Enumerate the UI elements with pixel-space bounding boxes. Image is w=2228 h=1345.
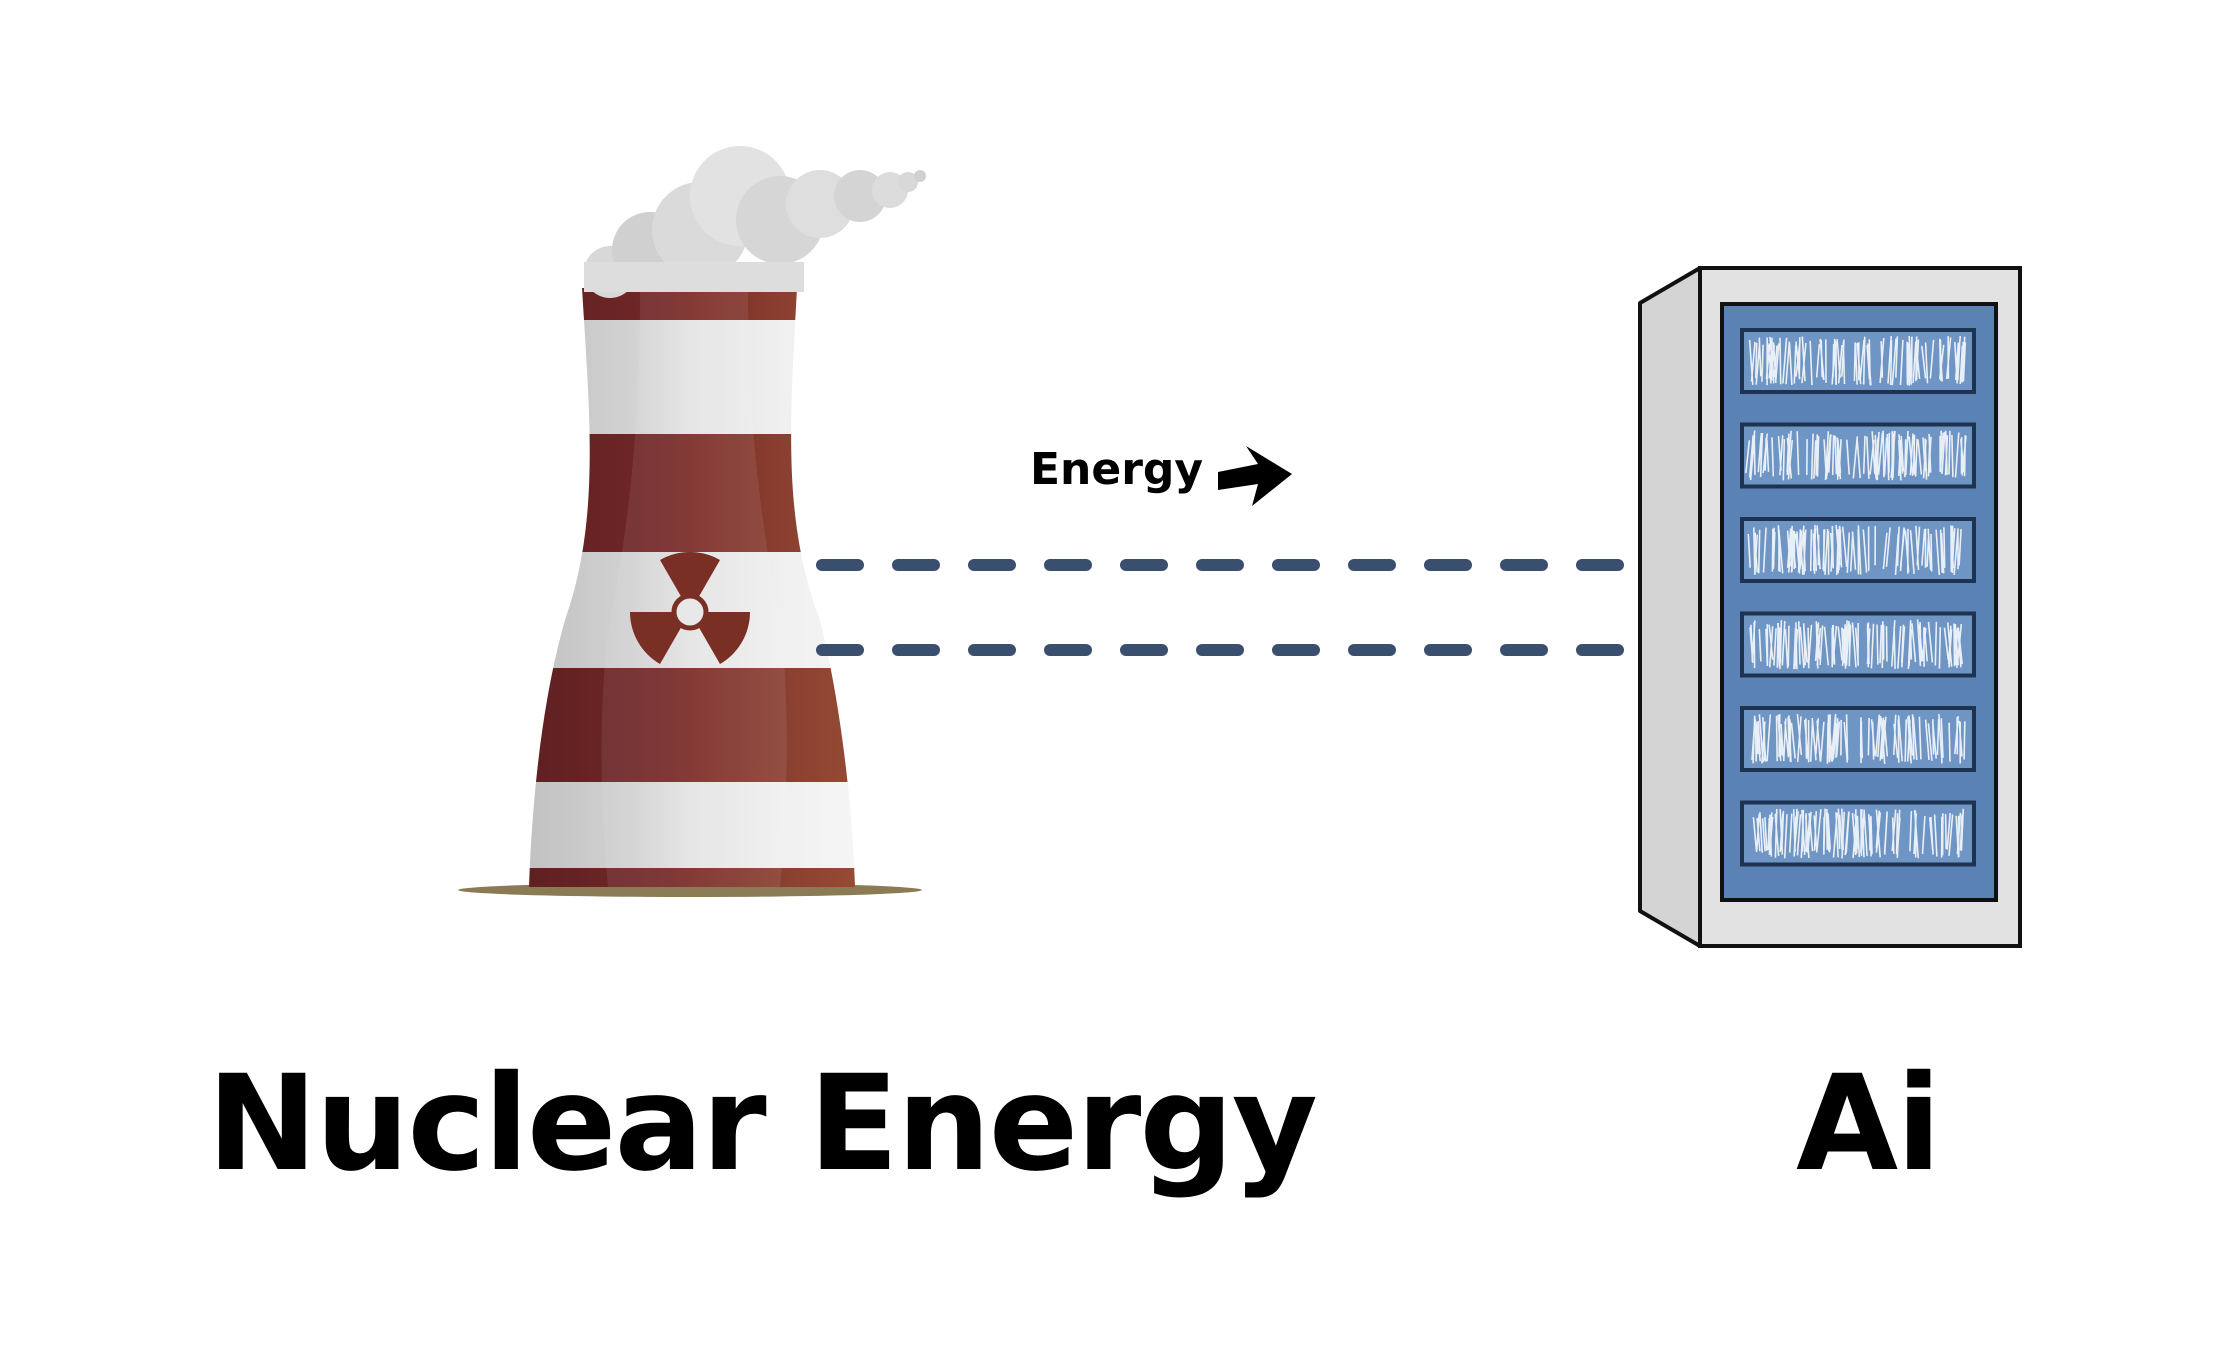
server-slot [1740, 422, 1976, 489]
server-slot [1740, 611, 1976, 678]
cooling-tower-icon [458, 146, 926, 897]
rack-side-panel [1638, 266, 1702, 948]
arrow-right-icon [1218, 446, 1292, 506]
rack-slots [1740, 328, 1976, 867]
tower-band-red [529, 868, 855, 887]
energy-connectors [816, 559, 1636, 656]
source-label: Nuclear Energy [207, 1047, 1318, 1201]
target-label: Ai [1796, 1047, 1941, 1201]
server-slot [1740, 706, 1976, 772]
server-rack-icon [1638, 266, 2022, 948]
server-slot [1740, 517, 1976, 583]
tower-band-white [529, 782, 855, 868]
flow-label: Energy [1030, 444, 1204, 495]
steam-cloud [584, 146, 926, 298]
tower-band-red [529, 668, 855, 782]
radiation-symbol-icon [630, 551, 750, 664]
server-slot [1740, 328, 1976, 394]
server-slot [1740, 800, 1976, 867]
